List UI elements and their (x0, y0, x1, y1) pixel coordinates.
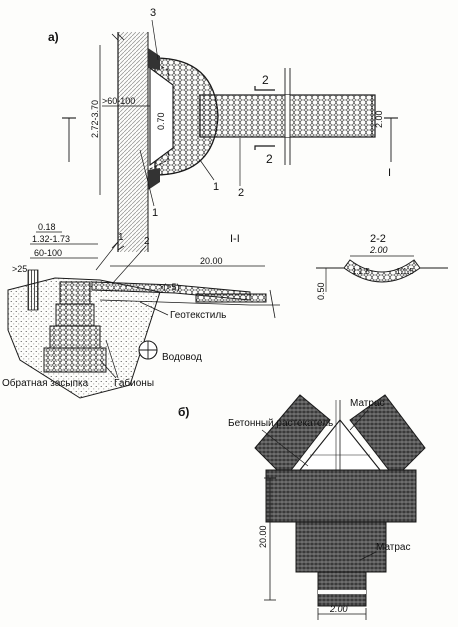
section-mark-bottom: 2 (266, 152, 273, 166)
label-backfill: Обратная засыпка (2, 377, 89, 389)
outlet-block (149, 66, 174, 167)
label-gabions: Габионы (114, 377, 154, 389)
dim-20-00-section: 20.00 (200, 256, 223, 266)
callout-2-section: 2 (144, 236, 150, 247)
label-mattress-side: Матрас (376, 542, 411, 553)
mattress-wing-right (349, 394, 426, 479)
mattress-wing-left (254, 394, 331, 479)
gabion-3 (49, 325, 101, 349)
dim-2-72-3-70: 2.72-3.70 (90, 100, 100, 138)
fig-a-label: а) (48, 30, 59, 44)
slope-label: >(>5) (158, 282, 180, 292)
dim-2-00-section: 2.00 (369, 245, 388, 255)
mattress-band-wide (265, 469, 417, 523)
dim-gt-25: >25 (12, 264, 27, 274)
label-water-pipe: Водовод (162, 352, 202, 363)
callout-1-section: 1 (118, 232, 124, 243)
dim-1-32-1-73: 1.32-1.73 (32, 234, 70, 244)
trapezoid-channel (343, 259, 421, 283)
section-2-2-title: 2-2 (370, 233, 386, 245)
label-concrete-spreader: Бетонный растекатель (228, 418, 333, 429)
callout-2: 2 (238, 187, 244, 199)
label-geotextile: Геотекстиль (170, 310, 226, 321)
fig-b-label: б) (178, 405, 189, 419)
section-mark-top: 2 (262, 73, 269, 87)
gabion-1 (59, 281, 91, 305)
fig-a-plan: а) 2 2 I 2.00 (48, 7, 398, 252)
dim-60-100-plan: >60-100 (102, 96, 135, 106)
mattress-band-narrow (317, 571, 367, 607)
channel-wall (118, 32, 148, 252)
fig-b-plan: б) Бетонный растекатель Матрас Матрас 20… (178, 394, 426, 620)
callout-1-right: 1 (213, 181, 219, 193)
callout-3: 3 (150, 7, 156, 19)
mattress-band-mid (295, 521, 387, 573)
section-1-1-title: I-I (230, 233, 240, 245)
dim-2-00-plan: 2.00 (374, 110, 384, 128)
dim-0-18: 0.18 (38, 222, 56, 232)
section-1-1: I-I 0.18 1.32-1.73 60-100 >25 20.00 >(>5… (2, 222, 280, 399)
dim-0-50: 0.50 (316, 282, 326, 300)
callout-1-left: 1 (152, 207, 158, 219)
label-mattress-top: Матрас (350, 398, 385, 409)
dim-60-100-section: 60-100 (34, 248, 62, 258)
gabion-4 (43, 347, 107, 373)
dim-0-70: 0.70 (156, 112, 166, 130)
dim-2-00-b: 2.00 (329, 604, 348, 614)
gabion-2 (55, 303, 95, 327)
slope-left: 1:1.5 (352, 267, 370, 276)
section-2-2: 2-2 2.00 1:1.5 1:1.5 0.50 (316, 233, 448, 300)
section-line-label: I (388, 167, 391, 179)
flat-mattress (195, 293, 267, 303)
dim-20-00-plan: 20.00 (258, 525, 268, 548)
slope-right: 1:1.5 (396, 267, 414, 276)
